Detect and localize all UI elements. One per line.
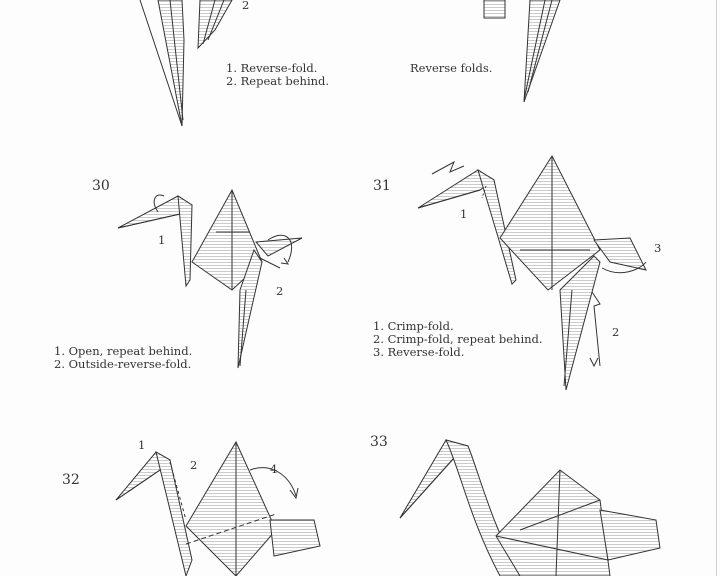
instruction-line: 2. Outside-reverse-fold.: [54, 357, 192, 371]
step-28-marker-2: 2: [242, 0, 250, 12]
step-28-diagram: [139, 0, 233, 127]
step-33-diagram: [399, 439, 661, 576]
instruction-line: 1. Crimp-fold.: [373, 319, 454, 333]
step-30-marker-1: 1: [158, 233, 166, 247]
step-32-marker-4: 4: [270, 462, 278, 476]
step-31-marker-1: 1: [460, 207, 468, 221]
step-32-diagram: [115, 440, 321, 576]
step-30-number: 30: [92, 178, 110, 194]
instruction-line: Reverse folds.: [410, 61, 493, 75]
step-31-instructions: 1. Crimp-fold. 2. Crimp-fold, repeat beh…: [373, 320, 543, 359]
instruction-line: 3. Reverse-fold.: [373, 345, 465, 359]
step-31-marker-3: 3: [654, 241, 662, 255]
instruction-line: 1. Open, repeat behind.: [54, 344, 193, 358]
step-30-marker-2: 2: [276, 284, 284, 298]
step-32-marker-2: 2: [190, 458, 198, 472]
step-30-instructions: 1. Open, repeat behind. 2. Outside-rever…: [54, 345, 192, 371]
step-32-marker-1: 1: [138, 438, 146, 452]
step-31-marker-2: 2: [612, 325, 620, 339]
step-29-diagram: [483, 0, 561, 103]
step-32-number: 32: [62, 472, 80, 488]
instruction-line: 1. Reverse-fold.: [226, 61, 318, 75]
step-28-instructions: 1. Reverse-fold. 2. Repeat behind.: [226, 62, 329, 88]
page-edge-divider: [716, 0, 717, 576]
step-29-instructions: Reverse folds.: [410, 62, 492, 75]
step-31-diagram: [417, 154, 647, 391]
step-30-diagram: [117, 188, 303, 369]
instruction-line: 2. Crimp-fold, repeat behind.: [373, 332, 543, 346]
step-33-number: 33: [370, 434, 388, 450]
step-31-number: 31: [373, 178, 391, 194]
instruction-line: 2. Repeat behind.: [226, 74, 330, 88]
